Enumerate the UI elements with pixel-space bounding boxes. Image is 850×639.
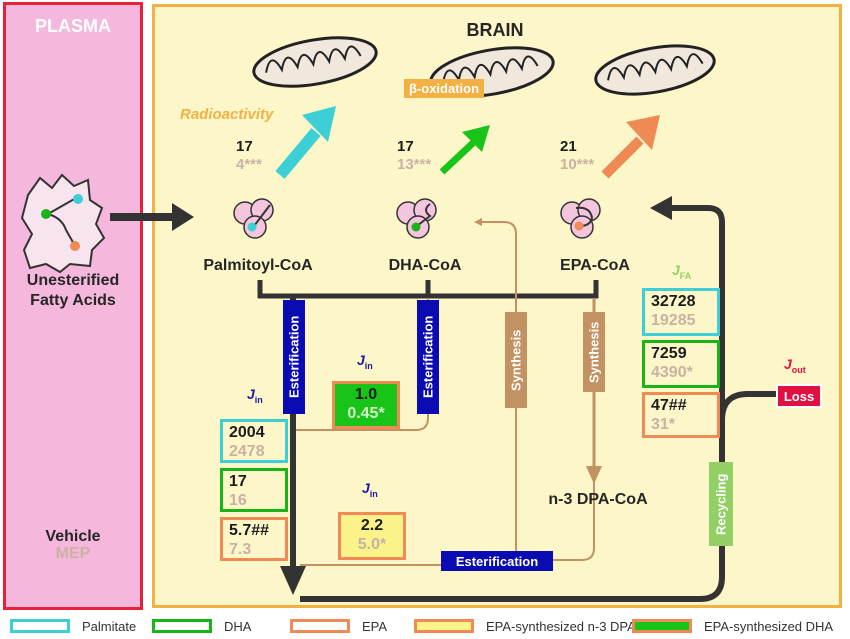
legend-swatch — [10, 619, 70, 633]
j-in-label-left: Jin — [247, 386, 263, 405]
plasma-region — [3, 2, 143, 610]
dha-oxidation-arrow — [439, 125, 490, 175]
epa-oxidation-arrow — [601, 115, 660, 179]
legend-synth-dha: EPA-synthesized DHA — [632, 615, 833, 637]
synthesis-label-dha: Synthesis — [505, 312, 527, 408]
palmitoyl-coa-label: Palmitoyl-CoA — [203, 257, 313, 274]
j-in-epa-box: 5.7##7.3 — [220, 517, 288, 561]
plasma-title: PLASMA — [35, 16, 111, 36]
legend-dha: DHA — [152, 615, 251, 637]
j-in-label-dha: Jin — [357, 352, 373, 371]
fatty-acids-label-1: Unesterified — [26, 272, 120, 289]
esterification-label-dpa: Esterification — [441, 551, 553, 571]
recycling-arrow-head — [650, 196, 672, 220]
epa-coa-label: EPA-CoA — [560, 257, 630, 274]
legend-swatch — [290, 619, 350, 633]
brain-title: BRAIN — [466, 20, 524, 40]
radioactivity-label: Radioactivity — [180, 106, 274, 123]
recycling-label: Recycling — [709, 462, 733, 546]
j-in-label-dpa: Jin — [362, 480, 378, 499]
legend-label: Palmitate — [82, 618, 137, 634]
loss-label: Loss — [776, 384, 822, 408]
j-fa-epa-box: 47##31* — [642, 392, 720, 438]
legend-synth-dpa: EPA-synthesized n-3 DPA — [414, 615, 636, 637]
dha-radioactivity: 17 13*** — [397, 138, 432, 173]
loss-branch — [719, 391, 778, 421]
legend-swatch — [152, 619, 212, 633]
j-out-label: Jout — [784, 356, 806, 375]
synthesis-dpa-arrow-head — [586, 466, 602, 484]
epa-radioactivity: 21 10*** — [560, 138, 595, 173]
legend-epa: EPA — [290, 615, 387, 637]
j-fa-label: JFA — [672, 262, 692, 281]
mep-label: MEP — [55, 545, 91, 562]
fatty-acids-label-2: Fatty Acids — [30, 292, 116, 309]
dha-coa-icon — [396, 198, 437, 239]
beta-oxidation-label: β-oxidation — [404, 79, 485, 98]
mitochondrion-icon — [252, 36, 378, 88]
recycling-arrow — [300, 205, 725, 602]
legend-label: EPA — [362, 618, 388, 634]
palmitate-radioactivity: 17 4*** — [236, 138, 262, 173]
plasma-cell-icon — [20, 173, 106, 274]
synthesis-label-dpa: Synthesis — [583, 312, 605, 392]
dha-esterification-line — [296, 298, 429, 431]
epa-coa-icon — [560, 198, 601, 239]
mitochondrion-icon — [594, 44, 716, 96]
legend-label: EPA-synthesized n-3 DPA — [486, 618, 636, 634]
legend-swatch — [632, 619, 692, 633]
dha-coa-label: DHA-CoA — [388, 257, 462, 274]
legend-swatch — [414, 619, 474, 633]
legend-palmitate: Palmitate — [10, 615, 136, 637]
dpa-coa-label: n-3 DPA-CoA — [548, 491, 648, 508]
vehicle-label: Vehicle — [45, 528, 101, 545]
palmitoyl-coa-icon — [233, 198, 274, 239]
esterification-label-dha: Esterification — [417, 300, 439, 414]
palmitate-oxidation-arrow — [275, 106, 336, 179]
legend-label: DHA — [224, 618, 252, 634]
esterification-label-palmitate: Esterification — [283, 300, 305, 414]
uptake-arrow-head — [172, 203, 194, 231]
legend-label: EPA-synthesized DHA — [704, 618, 834, 634]
